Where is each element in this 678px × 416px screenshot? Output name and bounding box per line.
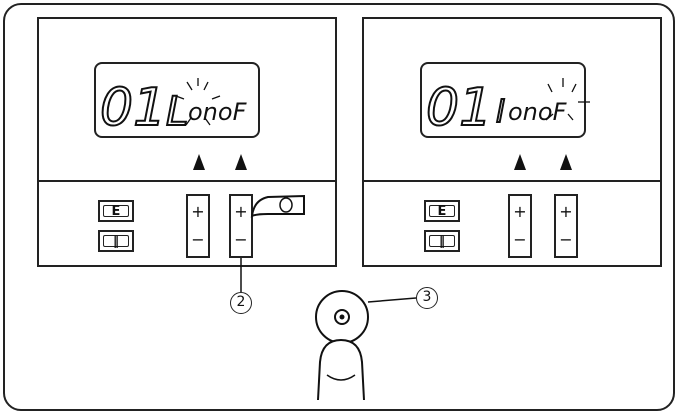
finger-icon (0, 0, 678, 416)
